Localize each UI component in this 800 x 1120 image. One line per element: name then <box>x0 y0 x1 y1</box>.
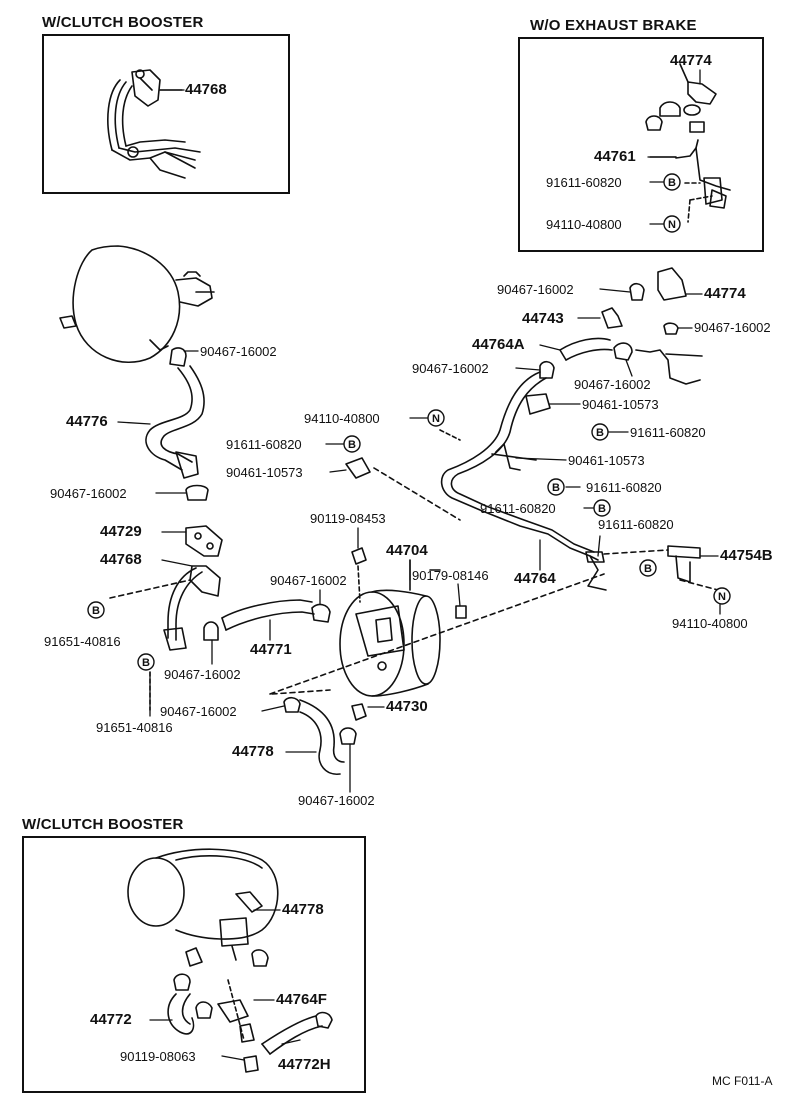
part-label-90467-16002-b: 90467-16002 <box>694 320 771 335</box>
fittings-44774-44743 <box>525 267 703 415</box>
hose-44771 <box>203 599 331 641</box>
pipe-44764 <box>373 371 607 591</box>
part-label-90467-16002-f: 90467-16002 <box>50 486 127 501</box>
hose-44776 <box>145 347 209 501</box>
svg-text:B: B <box>596 427 604 439</box>
bracket-44768 <box>109 565 221 651</box>
nut-marker-tr: N <box>663 215 681 233</box>
bolt-marker-right: B <box>639 559 657 577</box>
part-label-91611-60820-b: 91611-60820 <box>226 437 302 452</box>
part-label-44768-inset: 44768 <box>185 81 227 98</box>
bolt-marker-mid-3: B <box>547 478 565 496</box>
part-label-90467-16002-i: 90467-16002 <box>160 704 237 719</box>
vacuum-tank-44704 <box>339 547 467 697</box>
nut-marker-right: N <box>713 587 731 605</box>
part-label-90467-16002-a: 90467-16002 <box>497 282 574 297</box>
part-label-90179-08146: 90179-08146 <box>412 568 489 583</box>
part-label-44764F: 44764F <box>276 991 327 1008</box>
bolt-marker-mid-4: B <box>593 499 611 517</box>
hose-44778 <box>271 689 367 775</box>
part-label-44771: 44771 <box>250 641 292 658</box>
part-label-91651-40816-b: 91651-40816 <box>96 720 173 735</box>
inset-tr-assembly <box>645 63 731 223</box>
svg-text:B: B <box>552 482 560 494</box>
part-label-44774-inset: 44774 <box>670 52 712 69</box>
bolt-marker-left-1: B <box>87 601 105 619</box>
svg-text:B: B <box>644 563 652 575</box>
part-label-90461-10573-b: 90461-10573 <box>226 465 303 480</box>
part-label-44743: 44743 <box>522 310 564 327</box>
part-label-44764: 44764 <box>514 570 556 587</box>
part-label-90467-16002-c: 90467-16002 <box>412 361 489 376</box>
part-label-44764A: 44764A <box>472 336 525 353</box>
part-label-44772H: 44772H <box>278 1056 331 1073</box>
part-label-90467-16002-g: 90467-16002 <box>270 573 347 588</box>
part-label-94110-40800-b: 94110-40800 <box>672 616 748 631</box>
inset-title-top-left: W/CLUTCH BOOSTER <box>42 14 204 31</box>
svg-text:N: N <box>668 219 676 231</box>
inset-title-top-right: W/O EXHAUST BRAKE <box>530 17 697 34</box>
inset-bottom-assembly <box>127 848 333 1073</box>
bolt-marker-left-2: B <box>137 653 155 671</box>
inset-frame-bottom <box>22 836 366 1093</box>
part-label-90467-16002-j: 90467-16002 <box>298 793 375 808</box>
inset-title-bottom: W/CLUTCH BOOSTER <box>22 816 184 833</box>
brake-booster <box>59 245 215 363</box>
part-label-44754B: 44754B <box>720 547 773 564</box>
part-label-94110-40800-a: 94110-40800 <box>304 411 380 426</box>
part-label-44729: 44729 <box>100 523 142 540</box>
part-label-91611-60820-inset: 91611-60820 <box>546 175 622 190</box>
part-label-90119-08453: 90119-08453 <box>310 511 386 526</box>
part-label-44704: 44704 <box>386 542 428 559</box>
bracket-center <box>345 443 537 479</box>
svg-text:B: B <box>598 503 606 515</box>
part-label-44776: 44776 <box>66 413 108 430</box>
part-label-94110-40800-inset: 94110-40800 <box>546 217 622 232</box>
part-label-90467-16002-e: 90467-16002 <box>200 344 277 359</box>
part-label-91611-60820-e: 91611-60820 <box>598 517 674 532</box>
leader-lines <box>117 69 721 1061</box>
svg-text:B: B <box>92 605 100 617</box>
nut-marker-mid: N <box>427 409 445 427</box>
part-label-44778: 44778 <box>232 743 274 760</box>
circled-markers: B N N B B B B B N B B <box>87 173 731 671</box>
part-label-44774: 44774 <box>704 285 746 302</box>
svg-text:B: B <box>668 177 676 189</box>
inset-frame-top-left <box>42 34 290 194</box>
svg-text:B: B <box>142 657 150 669</box>
bolt-marker-mid-2: B <box>343 435 361 453</box>
figure-code: MC F011-A <box>712 1074 773 1088</box>
part-label-44772: 44772 <box>90 1011 132 1028</box>
hose-44764A <box>539 337 633 379</box>
part-label-44761: 44761 <box>594 148 636 165</box>
part-label-44768: 44768 <box>100 551 142 568</box>
part-label-90467-16002-d: 90467-16002 <box>574 377 651 392</box>
part-label-90119-08063: 90119-08063 <box>120 1049 196 1064</box>
part-label-91611-60820-a: 91611-60820 <box>630 425 706 440</box>
svg-text:N: N <box>432 413 440 425</box>
part-label-90461-10573-a: 90461-10573 <box>582 397 659 412</box>
part-label-91651-40816-a: 91651-40816 <box>44 634 121 649</box>
part-label-90467-16002-h: 90467-16002 <box>164 667 241 682</box>
part-label-44778-inset: 44778 <box>282 901 324 918</box>
plate-44729 <box>185 525 223 557</box>
part-label-44730: 44730 <box>386 698 428 715</box>
part-label-91611-60820-c: 91611-60820 <box>586 480 662 495</box>
part-label-90461-10573-c: 90461-10573 <box>568 453 645 468</box>
svg-text:N: N <box>718 591 726 603</box>
bracket-44754B <box>603 545 719 591</box>
inset-frame-top-right <box>518 37 764 252</box>
bolt-marker-tr: B <box>663 173 681 191</box>
bolt-marker-mid-1: B <box>591 423 609 441</box>
svg-text:B: B <box>348 439 356 451</box>
part-label-91611-60820-d: 91611-60820 <box>480 501 556 516</box>
